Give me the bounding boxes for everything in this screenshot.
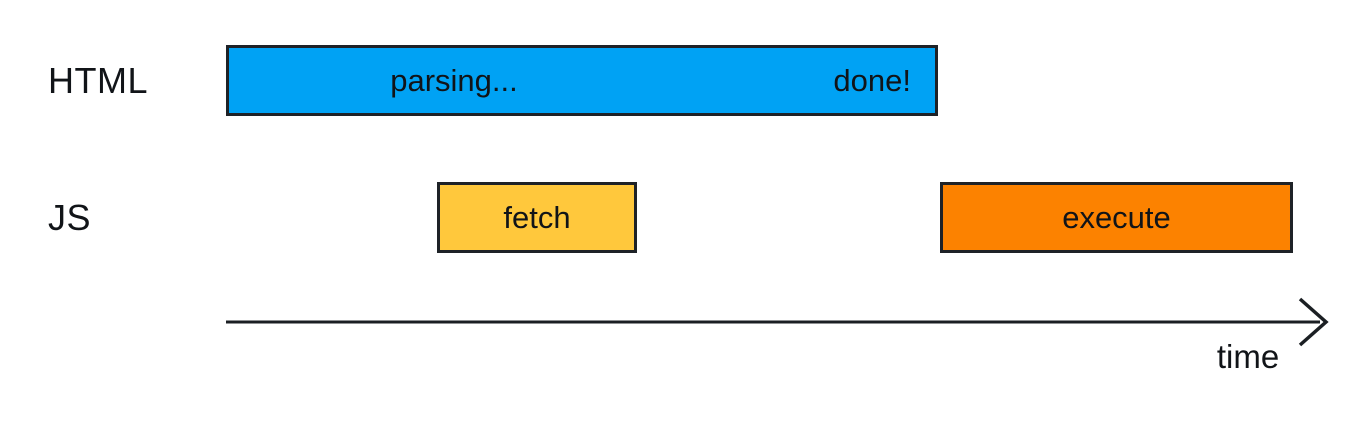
- row-label-js: JS: [48, 196, 92, 238]
- fetch-label: fetch: [503, 199, 571, 235]
- js-execute-bar: execute: [940, 182, 1293, 253]
- execute-label: execute: [1062, 199, 1171, 235]
- row-label-html: HTML: [48, 59, 148, 101]
- time-axis-label: time: [1216, 338, 1280, 375]
- parsing-status-label: parsing...: [390, 62, 518, 98]
- time-axis-arrowhead-icon: [1298, 297, 1329, 347]
- html-parsing-bar: parsing... done!: [226, 45, 938, 116]
- js-fetch-bar: fetch: [437, 182, 637, 253]
- time-axis: [226, 297, 1329, 347]
- parsing-done-label: done!: [833, 62, 911, 98]
